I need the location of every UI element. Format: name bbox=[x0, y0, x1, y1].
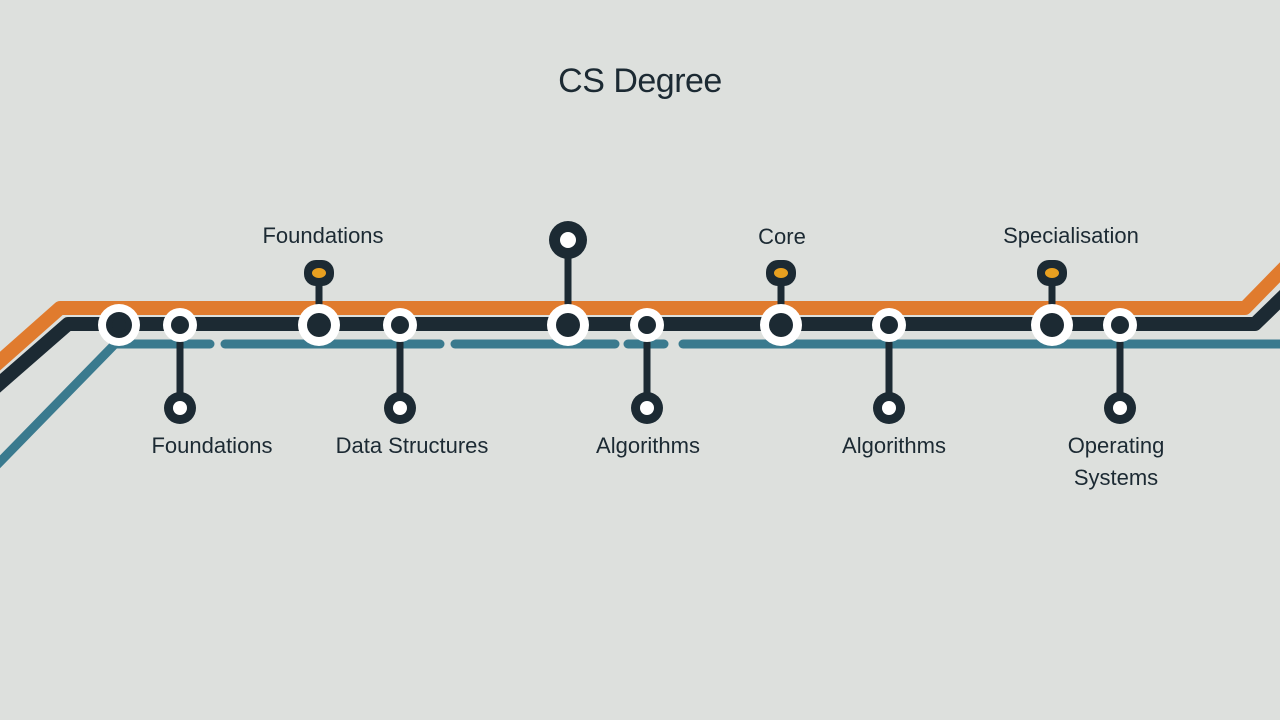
stage-label-specialisation: Specialisation bbox=[1003, 223, 1139, 248]
track-node-small bbox=[872, 308, 906, 342]
page-title: CS Degree bbox=[558, 62, 722, 100]
top-marker-specialisation bbox=[1037, 260, 1067, 308]
orange-track bbox=[0, 262, 1280, 371]
track-node-large bbox=[547, 304, 589, 346]
course-label-data-structures: Data Structures bbox=[335, 433, 489, 458]
track-node-large bbox=[1031, 304, 1073, 346]
stage-label-core: Core bbox=[758, 224, 806, 249]
track-node-large bbox=[98, 304, 140, 346]
accent-dot-icon bbox=[1045, 268, 1059, 278]
course-label-algorithms: Algorithms bbox=[842, 433, 946, 458]
track-node-small bbox=[630, 308, 664, 342]
bottom-pin-data-structures bbox=[384, 340, 416, 424]
bottom-pin-algorithms-1 bbox=[631, 340, 663, 424]
accent-dot-icon bbox=[774, 268, 788, 278]
bottom-pin-foundations bbox=[164, 340, 196, 424]
course-label-algorithms: Algorithms bbox=[596, 433, 700, 458]
course-label-foundations: Foundations bbox=[151, 433, 273, 458]
bottom-pin-operating-systems bbox=[1104, 340, 1136, 424]
track-node-small bbox=[163, 308, 197, 342]
accent-dot-icon bbox=[312, 268, 326, 278]
top-pin-marker bbox=[549, 221, 587, 308]
course-label-operating-systems: Operating Systems bbox=[1067, 433, 1165, 490]
bottom-pin-algorithms-2 bbox=[873, 340, 905, 424]
track-node-small bbox=[383, 308, 417, 342]
track-node-large bbox=[760, 304, 802, 346]
top-marker-foundations bbox=[304, 260, 334, 308]
track-node-small bbox=[1103, 308, 1137, 342]
stage-label-foundations: Foundations bbox=[262, 223, 384, 248]
track-node-large bbox=[298, 304, 340, 346]
top-marker-core bbox=[766, 260, 796, 308]
